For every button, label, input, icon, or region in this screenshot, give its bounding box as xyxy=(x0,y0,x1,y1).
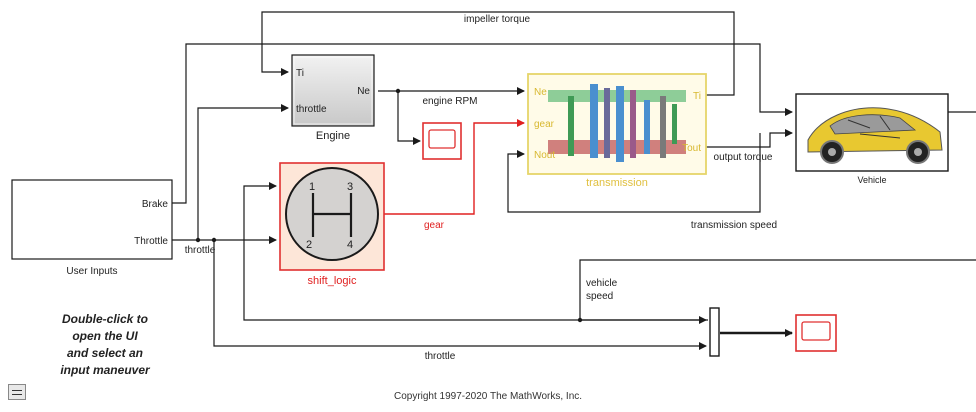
gear-2-label: 2 xyxy=(306,239,312,251)
hint-line-2: open the UI xyxy=(20,328,190,345)
gear-shift-icon: 1 2 3 4 xyxy=(286,168,378,260)
vehicle-speed-label-2: speed xyxy=(586,291,613,302)
hint-line-1: Double-click to xyxy=(20,311,190,328)
gear-1-label: 1 xyxy=(309,181,315,193)
brake-port-label: Brake xyxy=(142,199,169,210)
throttle-label-bottom: throttle xyxy=(425,351,456,362)
scope-icon-output[interactable] xyxy=(796,315,836,351)
output-torque-label: output torque xyxy=(714,152,773,163)
vehicle-name: Vehicle xyxy=(857,175,886,185)
mux-icon[interactable] xyxy=(710,308,719,356)
transmission-gears-image xyxy=(548,84,686,162)
transmission-ti-port: Ti xyxy=(693,91,701,102)
throttle-port-label: Throttle xyxy=(134,236,168,247)
engine-throttle-port: throttle xyxy=(296,104,327,115)
branch-points xyxy=(196,89,582,322)
throttle-engine-line[interactable] xyxy=(198,108,288,240)
engine-rpm-scope-line[interactable] xyxy=(398,91,420,141)
impeller-torque-label: impeller torque xyxy=(464,14,531,25)
output-torque-line[interactable] xyxy=(706,133,792,147)
shift-logic-name: shift_logic xyxy=(308,275,357,287)
maneuver-hint: Double-click to open the UI and select a… xyxy=(20,311,190,379)
user-inputs-block[interactable]: Brake Throttle User Inputs xyxy=(12,180,172,277)
gear-3-label: 3 xyxy=(347,181,353,193)
transmission-nout-port: Nout xyxy=(534,150,555,161)
transmission-name: transmission xyxy=(586,177,648,189)
engine-ti-port: Ti xyxy=(296,68,304,79)
throttle-label-mid: throttle xyxy=(185,245,216,256)
gear-4-label: 4 xyxy=(347,239,353,251)
transmission-tout-port: Tout xyxy=(682,143,701,154)
transmission-block[interactable]: Ne gear Nout Ti Tout transmission xyxy=(528,74,706,189)
vehicle-block[interactable]: Vehicle xyxy=(796,94,948,185)
hint-line-4: input maneuver xyxy=(20,362,190,379)
engine-block[interactable]: Ti throttle Ne Engine xyxy=(292,55,374,142)
engine-name: Engine xyxy=(316,130,350,142)
engine-ne-port: Ne xyxy=(357,86,370,97)
transmission-ne-port: Ne xyxy=(534,87,547,98)
engine-rpm-label: engine RPM xyxy=(422,96,477,107)
transmission-gear-port: gear xyxy=(534,119,555,130)
user-inputs-name: User Inputs xyxy=(66,266,117,277)
hint-line-3: and select an xyxy=(20,345,190,362)
gear-label: gear xyxy=(424,220,445,231)
scope-icon[interactable] xyxy=(423,123,461,159)
vehicle-speed-label-1: vehicle xyxy=(586,278,618,289)
shift-logic-block[interactable]: 1 2 3 4 shift_logic xyxy=(280,163,384,287)
vehicle-speed-line[interactable] xyxy=(580,260,976,320)
copyright-text: Copyright 1997-2020 The MathWorks, Inc. xyxy=(0,391,976,402)
transmission-speed-label: transmission speed xyxy=(691,220,777,231)
